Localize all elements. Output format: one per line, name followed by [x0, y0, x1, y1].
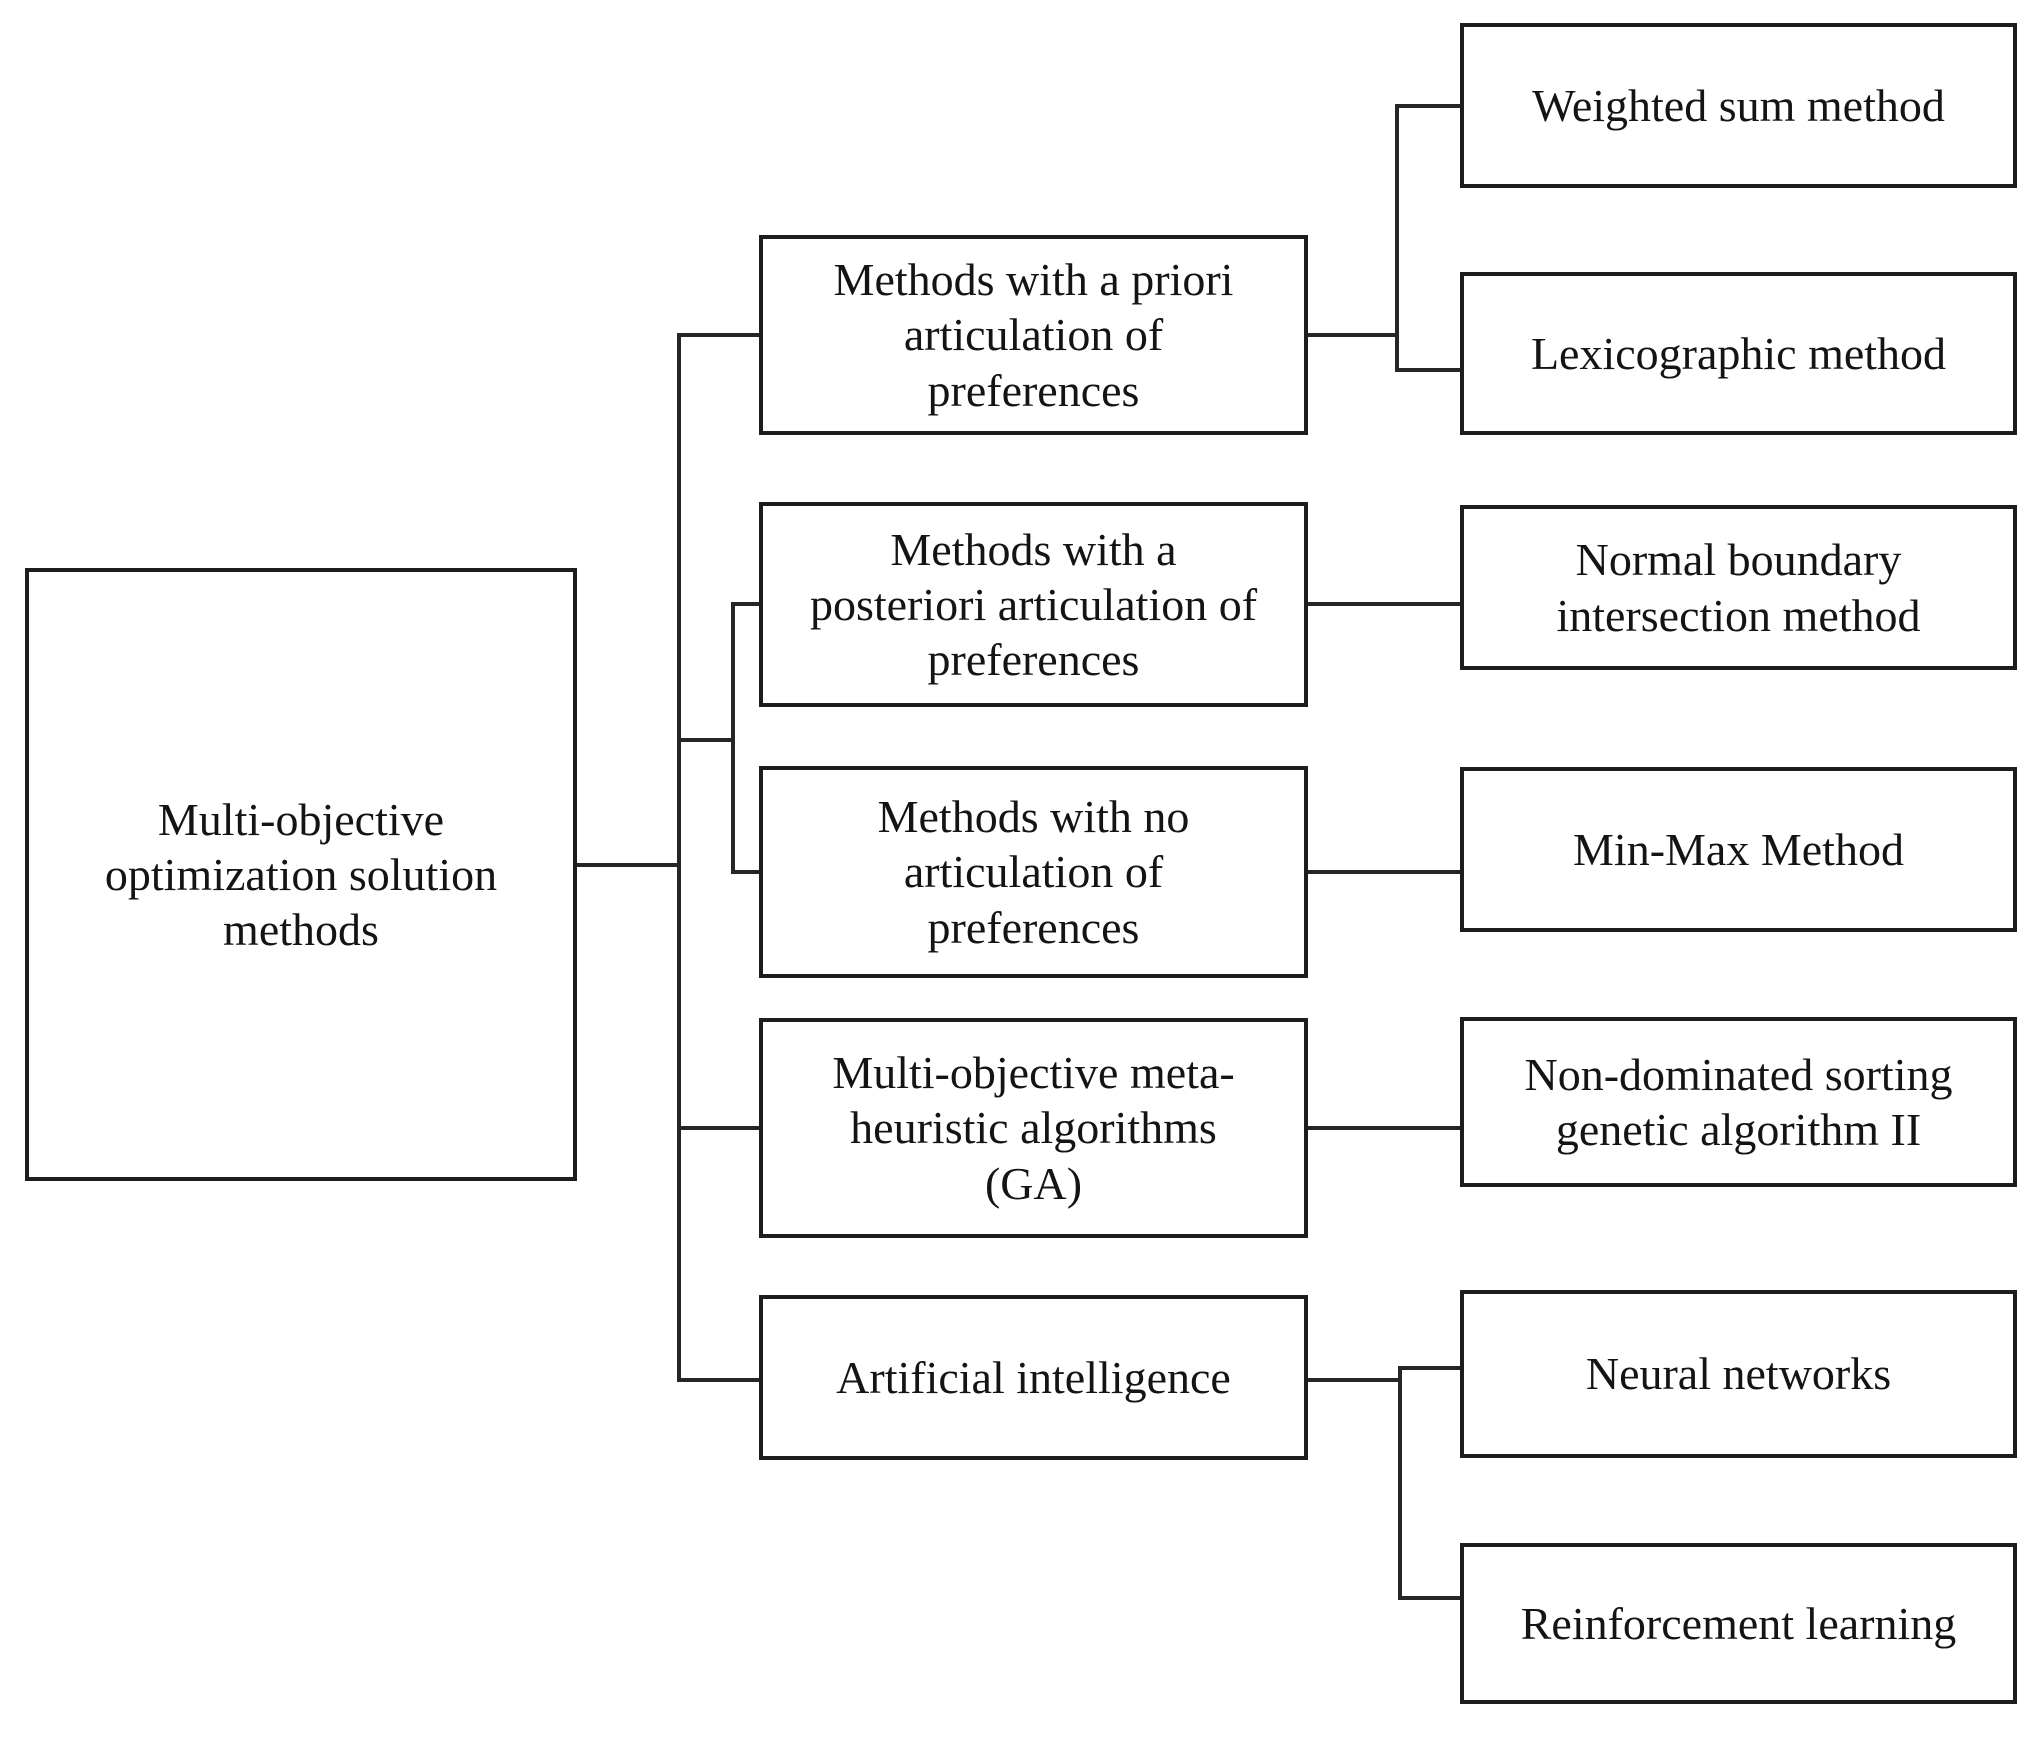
node-artificial-intelligence: Artificial intelligence [759, 1295, 1308, 1460]
node-metaheuristic-ga-label: Multi-objective meta- heuristic algorith… [832, 1047, 1235, 1209]
node-neural-networks-label: Neural networks [1585, 1348, 1892, 1400]
edge-trunk [677, 333, 759, 1382]
node-artificial-intelligence-label: Artificial intelligence [836, 1351, 1231, 1403]
node-nsga2: Non-dominated sorting genetic algorithm … [1460, 1017, 2017, 1187]
node-weighted-sum-method: Weighted sum method [1460, 23, 2017, 188]
edge-ai-children [1398, 1366, 1460, 1600]
node-no-articulation-methods: Methods with no articulation of preferen… [759, 766, 1308, 978]
node-posteriori-methods: Methods with a posteriori articulation o… [759, 502, 1308, 707]
node-a-priori-methods: Methods with a priori articulation of pr… [759, 235, 1308, 435]
edge-secondary-branch [731, 602, 759, 874]
node-nsga2-label: Non-dominated sorting genetic algorithm … [1524, 1048, 1953, 1155]
node-neural-networks: Neural networks [1460, 1290, 2017, 1458]
node-metaheuristic-ga: Multi-objective meta- heuristic algorith… [759, 1018, 1308, 1238]
node-lexicographic-method: Lexicographic method [1460, 272, 2017, 435]
node-weighted-sum-label: Weighted sum method [1532, 79, 1945, 131]
node-min-max-method: Min-Max Method [1460, 767, 2017, 932]
node-normal-boundary-intersection: Normal boundary intersection method [1460, 505, 2017, 670]
node-nbi-label: Normal boundary intersection method [1556, 534, 1921, 641]
node-lexicographic-label: Lexicographic method [1530, 327, 1947, 379]
node-posteriori-label: Methods with a posteriori articulation o… [809, 523, 1258, 686]
node-reinforcement-learning-label: Reinforcement learning [1520, 1597, 1957, 1649]
node-root-label: Multi-objective optimization solution me… [104, 793, 498, 956]
node-a-priori-label: Methods with a priori articulation of pr… [833, 254, 1234, 416]
edge-apriori-children [1395, 104, 1460, 372]
node-minmax-label: Min-Max Method [1573, 823, 1904, 875]
node-root: Multi-objective optimization solution me… [25, 568, 577, 1181]
node-no-articulation-label: Methods with no articulation of preferen… [877, 791, 1190, 953]
node-reinforcement-learning: Reinforcement learning [1460, 1543, 2017, 1704]
